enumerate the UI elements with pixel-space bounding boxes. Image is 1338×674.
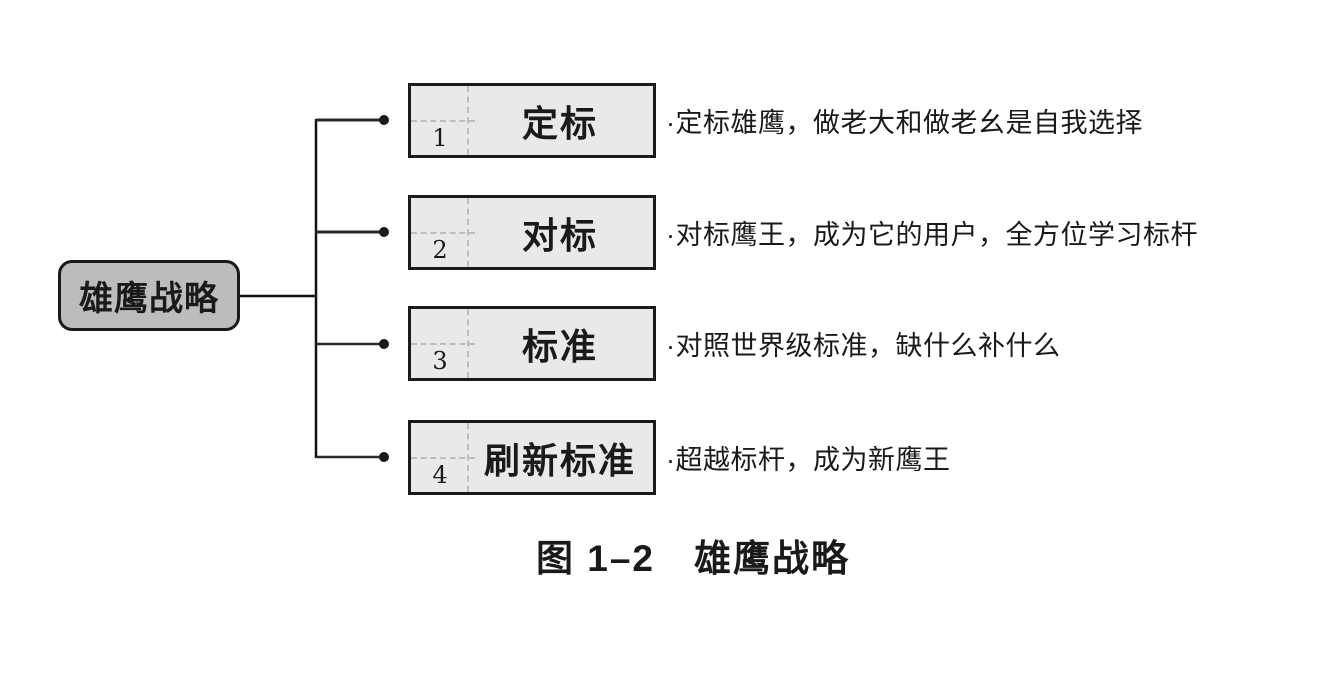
box-number: 2: [432, 235, 448, 264]
box-label: 刷新标准: [483, 439, 636, 481]
root-node-label: 雄鹰战略: [79, 280, 219, 318]
box-description: ·超越标杆，成为新鹰王: [666, 445, 951, 475]
box-number: 1: [432, 123, 448, 152]
strategy-box-4: 4 刷新标准: [408, 420, 656, 495]
box-description: ·对标鹰王，成为它的用户，全方位学习标杆: [666, 220, 1198, 250]
strategy-box-3: 3 标准: [408, 306, 656, 381]
cell-divider-horizontal: [411, 120, 475, 122]
cell-divider-horizontal: [411, 457, 475, 459]
strategy-box-1: 1 定标: [408, 83, 656, 158]
cell-divider-horizontal: [411, 232, 475, 234]
cell-divider-horizontal: [411, 343, 475, 345]
box-label: 定标: [521, 102, 598, 144]
box-label: 标准: [521, 325, 598, 367]
root-node: 雄鹰战略: [58, 260, 240, 331]
box-label: 对标: [521, 214, 598, 256]
box-description: ·定标雄鹰，做老大和做老幺是自我选择: [666, 108, 1143, 138]
box-description: ·对照世界级标准，缺什么补什么: [666, 331, 1061, 361]
strategy-box-2: 2 对标: [408, 195, 656, 270]
box-number: 3: [432, 346, 448, 375]
figure-caption: 图 1–2 雄鹰战略: [535, 538, 850, 579]
box-number: 4: [432, 460, 448, 489]
